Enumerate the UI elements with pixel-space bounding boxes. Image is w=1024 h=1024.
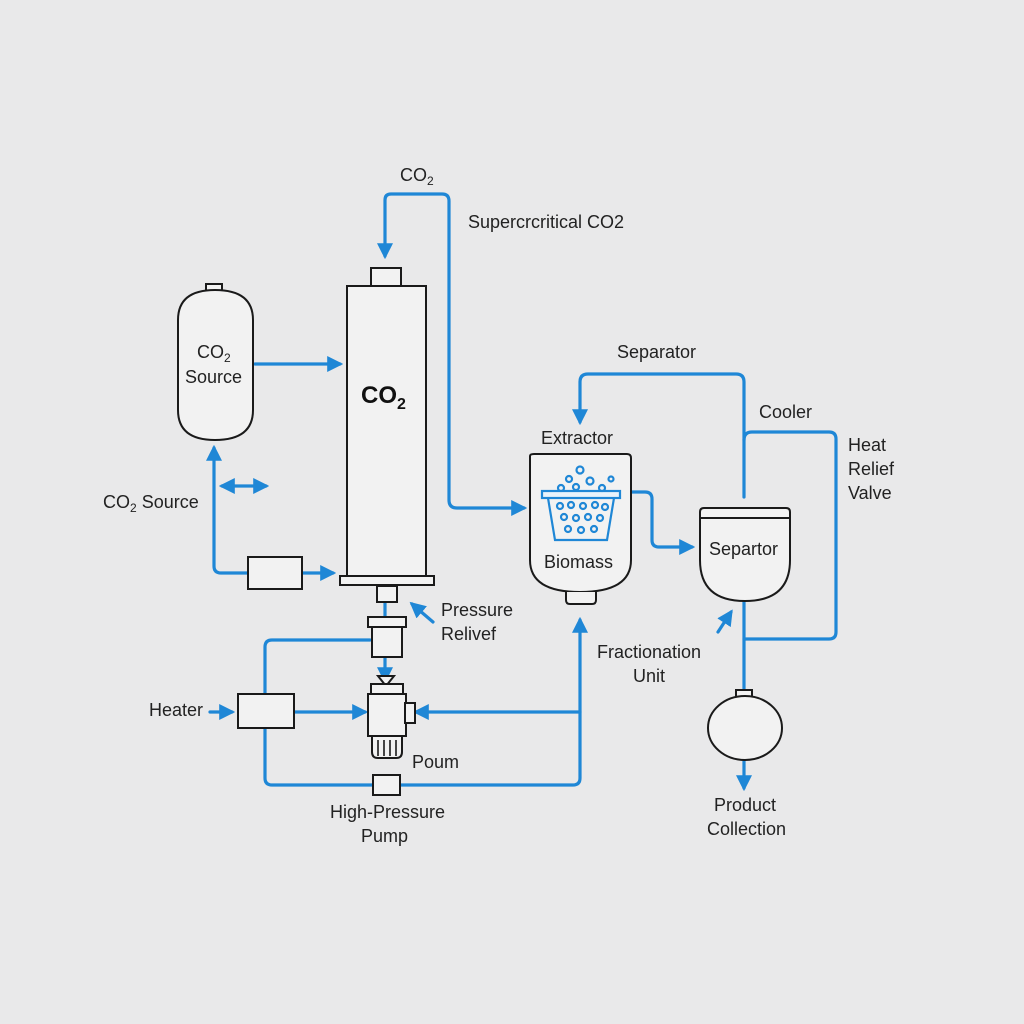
pressure-relief-label-2: Relivef bbox=[441, 624, 497, 644]
separtor-vessel-label: Separtor bbox=[709, 539, 778, 559]
column-co2-label: CO2 bbox=[361, 382, 406, 413]
pipe-cooler-loop bbox=[742, 430, 838, 641]
extractor-vessel-icon bbox=[529, 453, 632, 605]
inline-box-icon bbox=[247, 556, 303, 590]
extraction-column-icon bbox=[339, 267, 435, 603]
co2-source-tank-icon bbox=[177, 283, 254, 442]
separator-vessel-icon bbox=[699, 507, 791, 603]
pipes bbox=[206, 192, 838, 792]
poum-label: Poum bbox=[412, 752, 459, 772]
pipe-extractor-to-separator bbox=[628, 490, 696, 555]
valve-icon bbox=[367, 616, 407, 658]
inline-valve-icon bbox=[372, 774, 401, 796]
extractor-label: Extractor bbox=[541, 428, 613, 448]
high-pressure-pump-label-2: Pump bbox=[361, 826, 408, 846]
product-collection-label-1: Product bbox=[714, 795, 776, 815]
fractionation-unit-label-1: Fractionation bbox=[597, 642, 701, 662]
pipe-source-loop bbox=[206, 444, 250, 575]
heater-box-icon bbox=[237, 693, 295, 729]
biomass-basket-icon bbox=[540, 465, 622, 542]
cooler-label: Cooler bbox=[759, 402, 812, 422]
collection-vessel-icon bbox=[707, 689, 783, 761]
co2-source-left-label: CO2 Source bbox=[103, 492, 199, 515]
pipe-supercritical-co2 bbox=[377, 192, 528, 516]
pipe-pressure-relief-pointer bbox=[409, 601, 435, 624]
heater-label: Heater bbox=[149, 700, 203, 720]
heat-relief-valve-label-3: Valve bbox=[848, 483, 892, 503]
pipe-separator-loop bbox=[572, 372, 746, 499]
pipe-fractionation-pointer bbox=[716, 609, 733, 634]
supercritical-co2-label: Supercrcritical CO2 bbox=[468, 212, 624, 232]
product-collection-label-2: Collection bbox=[707, 819, 786, 839]
biomass-label: Biomass bbox=[544, 552, 613, 572]
separator-top-label: Separator bbox=[617, 342, 696, 362]
high-pressure-pump-label-1: High-Pressure bbox=[330, 802, 445, 822]
co2-inlet-label: CO2 bbox=[400, 165, 434, 188]
pipe-pump-to-extractor bbox=[399, 616, 588, 787]
pump-icon bbox=[367, 675, 416, 759]
co2-source-tank-label: CO2 bbox=[197, 342, 231, 365]
heat-relief-valve-label-1: Heat bbox=[848, 435, 886, 455]
fractionation-unit-label-2: Unit bbox=[633, 666, 665, 686]
pressure-relief-label-1: Pressure bbox=[441, 600, 513, 620]
co2-source-tank-label-2: Source bbox=[185, 367, 242, 387]
heat-relief-valve-label-2: Relief bbox=[848, 459, 895, 479]
